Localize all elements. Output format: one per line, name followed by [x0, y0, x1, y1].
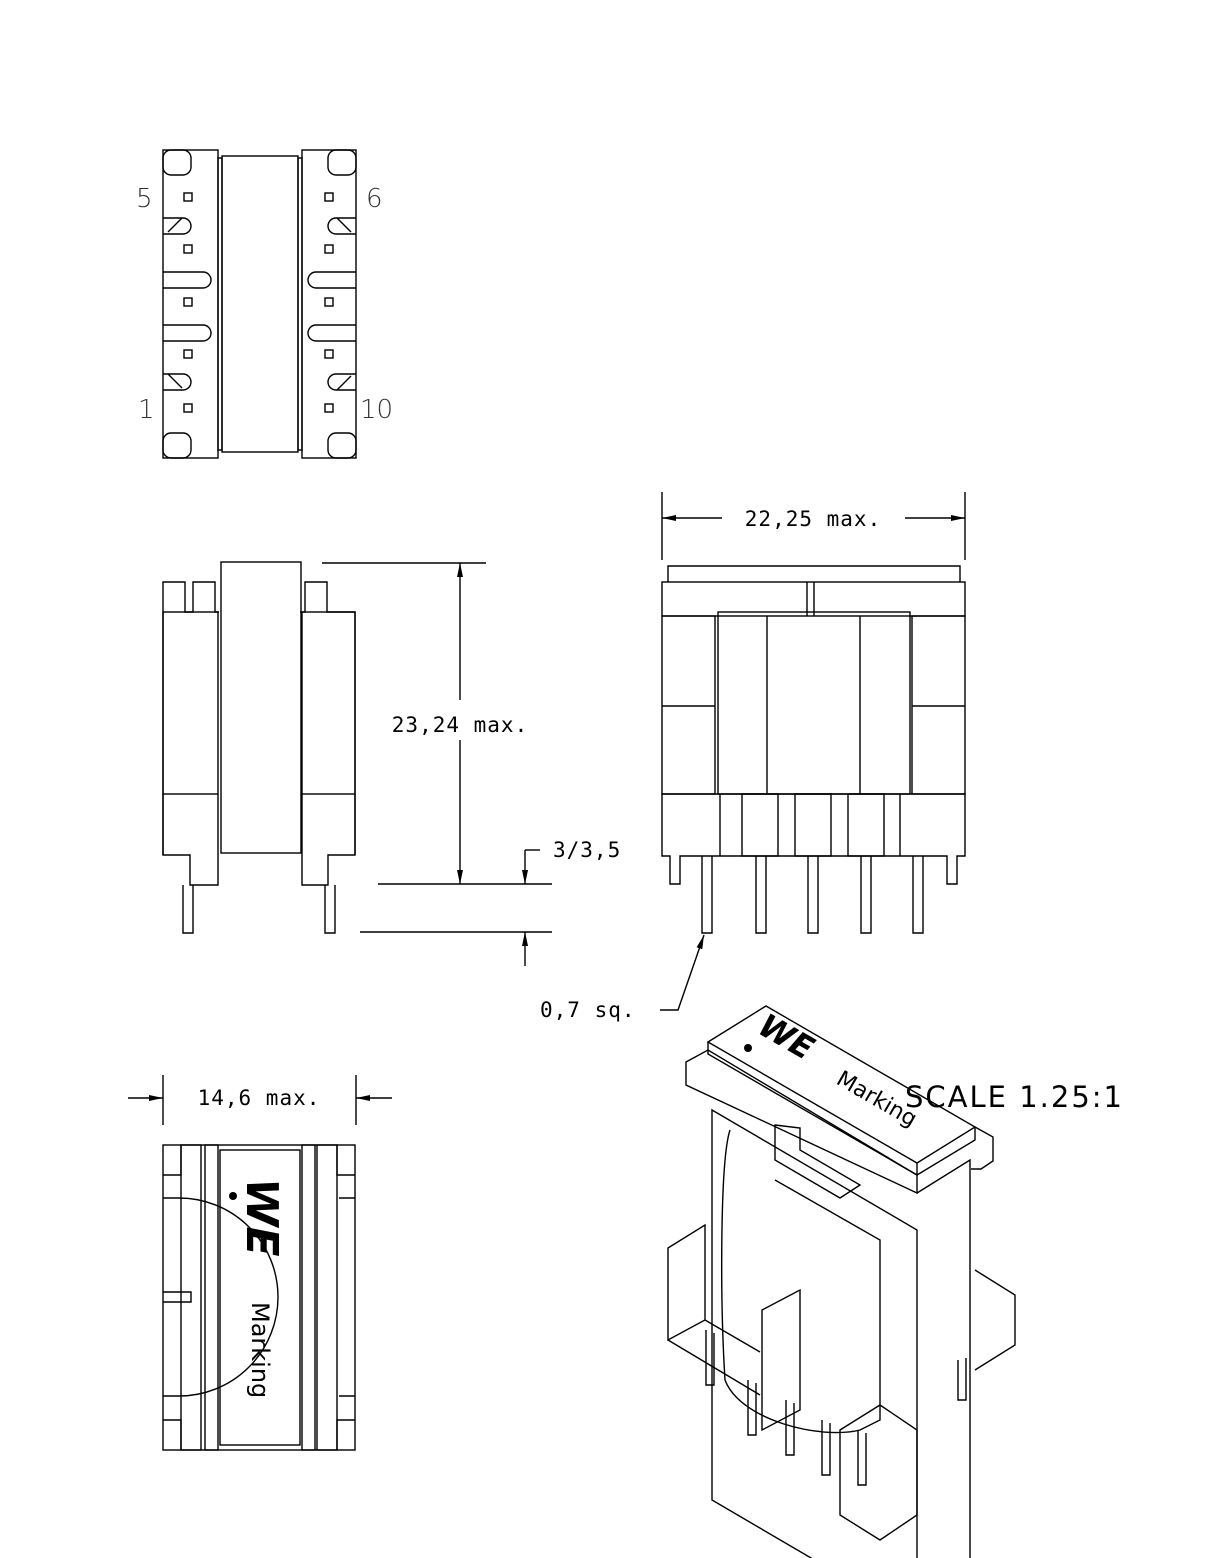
height-dimension-label: 23,24 max.	[392, 713, 528, 737]
pin-length-dimension-label: 3/3,5	[553, 838, 621, 862]
pin-label-5: 5	[136, 184, 153, 214]
we-logo: WE	[236, 1178, 287, 1257]
pin-pads	[183, 192, 334, 413]
pins	[701, 856, 924, 934]
depth-dimension-label: 14,6 max.	[198, 1086, 321, 1110]
bottom-view: WE Marking	[162, 1144, 356, 1451]
scale-label: SCALE 1.25:1	[905, 1080, 1124, 1114]
dimension-depth: 14,6 max.	[128, 1075, 392, 1125]
dimension-pin-size: 0,7 sq.	[540, 934, 705, 1022]
iso-we-logo: WE	[752, 1006, 821, 1068]
svg-text:WE: WE	[236, 1178, 287, 1257]
pin-label-1: 1	[138, 395, 155, 425]
side-view	[162, 561, 356, 934]
dimension-width: 22,25 max.	[661, 492, 966, 560]
iso-pins	[705, 1330, 967, 1486]
pin-size-dimension-label: 0,7 sq.	[540, 998, 636, 1022]
pin-label-10: 10	[360, 395, 393, 425]
dimension-height: 23,24 max.	[322, 562, 552, 885]
width-dimension-label: 22,25 max.	[745, 507, 881, 531]
marking-label: Marking	[246, 1302, 274, 1398]
top-view: 5 6 1 10	[136, 149, 393, 459]
dimension-pin-length: 3/3,5	[360, 838, 621, 966]
front-view	[661, 565, 966, 934]
pin-label-6: 6	[366, 184, 383, 214]
